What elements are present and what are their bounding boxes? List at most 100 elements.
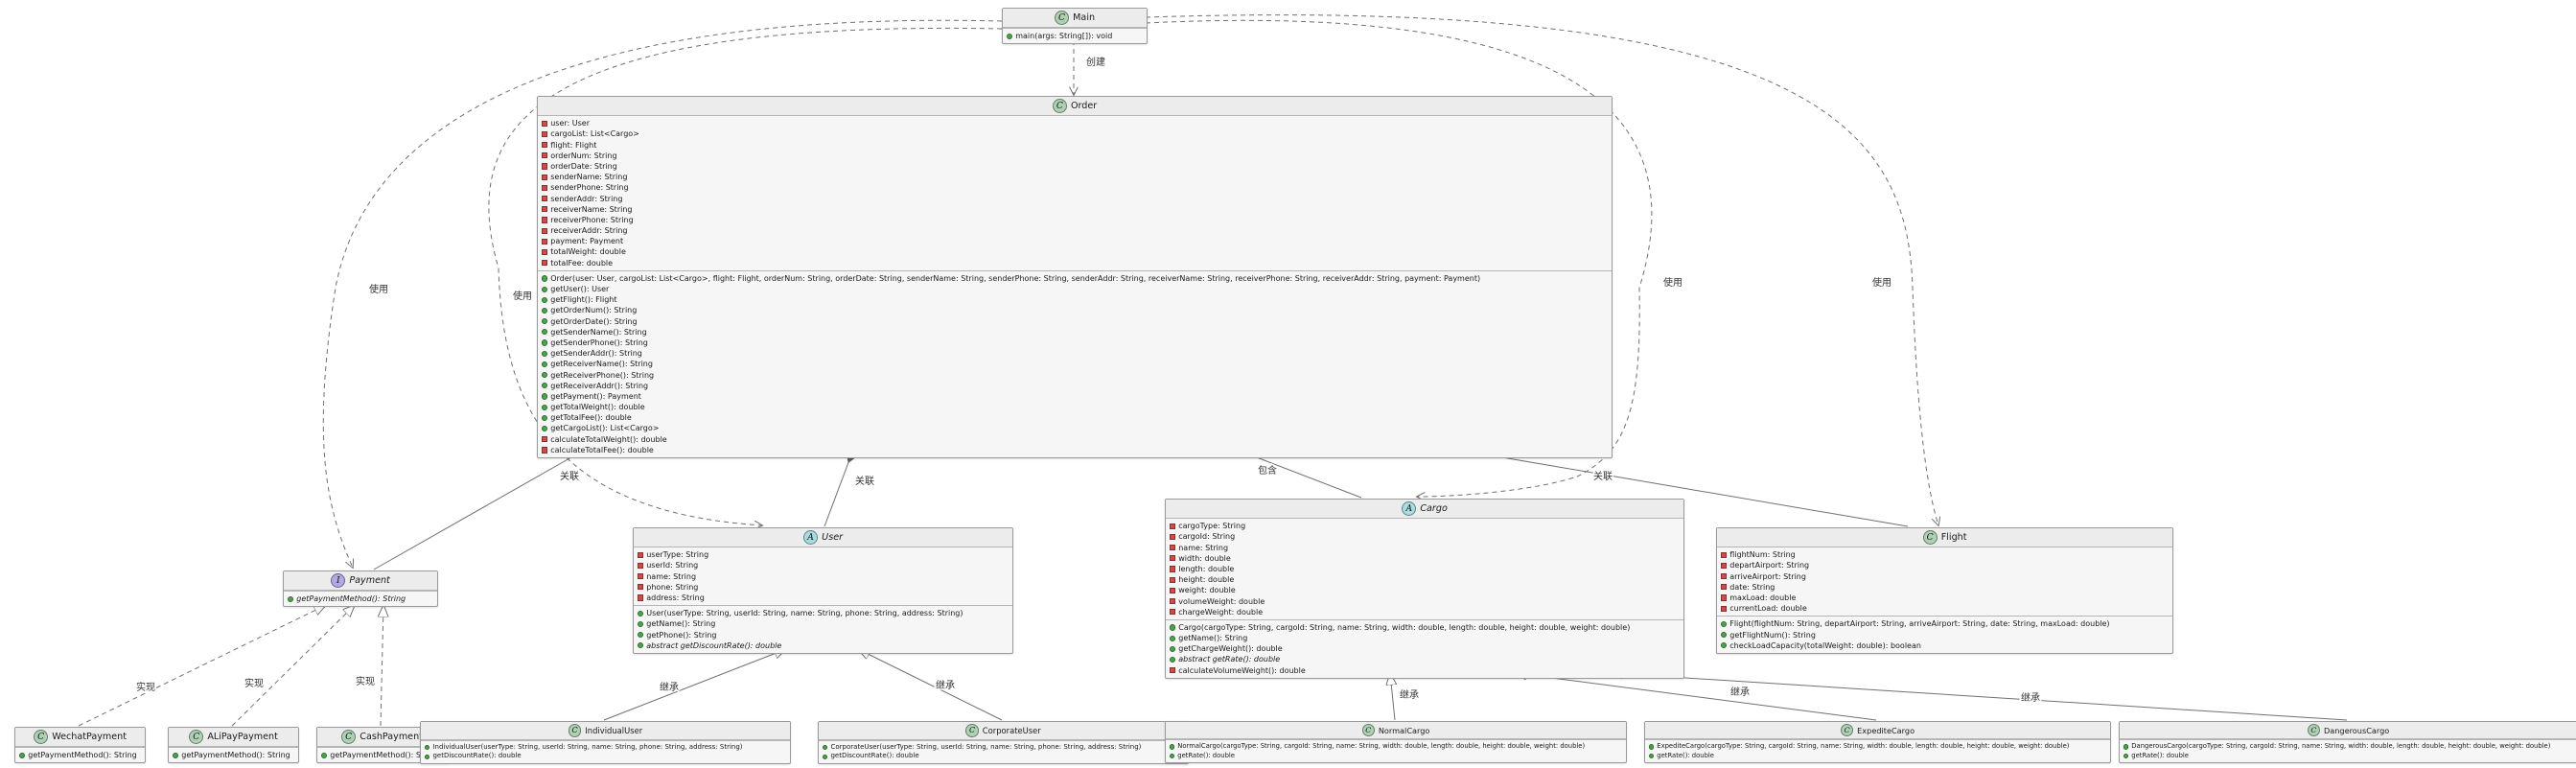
abstract-icon: A	[802, 530, 819, 546]
public-visibility-icon	[542, 275, 548, 282]
methods-section: DangerousCargo(cargoType: String, cargoI…	[2120, 739, 2576, 762]
edge-expedite-cargo-extends: 继承	[1515, 673, 1877, 721]
method-row: getPaymentMethod(): String	[288, 593, 433, 604]
public-visibility-icon	[542, 372, 548, 379]
private-visibility-icon	[542, 163, 548, 170]
public-visibility-icon	[1649, 753, 1655, 759]
public-visibility-icon	[2123, 753, 2129, 759]
public-visibility-icon	[1649, 744, 1655, 750]
class-icon: C	[1052, 99, 1067, 114]
member-text: ExpediteCargo(cargoType: String, cargoId…	[1657, 742, 2070, 751]
member-text: senderAddr: String	[550, 194, 623, 203]
member-text: getSenderPhone(): String	[550, 337, 648, 347]
private-visibility-icon	[1721, 605, 1728, 612]
private-visibility-icon	[542, 227, 548, 234]
methods-section: getPaymentMethod(): String	[317, 747, 447, 762]
method-row: calculateVolumeWeight(): double	[1170, 665, 1680, 676]
method-row: CorporateUser(userType: String, userId: …	[823, 743, 1184, 753]
member-text: Order(user: User, cargoList: List<Cargo>…	[550, 273, 1481, 283]
member-text: senderName: String	[550, 173, 628, 182]
private-visibility-icon	[1170, 533, 1176, 541]
member-text: getReceiverName(): String	[550, 360, 653, 369]
member-text: name: String	[646, 571, 697, 581]
private-visibility-icon	[1170, 598, 1176, 605]
public-visibility-icon	[542, 425, 548, 432]
method-row: ExpediteCargo(cargoType: String, cargoId…	[1649, 742, 2106, 752]
methods-section: NormalCargo(cargoType: String, cargoId: …	[1166, 739, 1626, 762]
private-visibility-icon	[542, 184, 548, 192]
public-visibility-icon	[1170, 656, 1176, 663]
field-row: height: double	[1170, 574, 1680, 585]
edge-label: 实现	[244, 677, 264, 689]
edge-wechat-payment-realize: 实现	[78, 605, 326, 727]
edge-dangerous-cargo-extends: 继承	[1611, 673, 2348, 721]
member-text: userType: String	[646, 550, 709, 560]
member-text: abstract getRate(): double	[1178, 655, 1281, 664]
edge-label: 关联	[560, 470, 579, 482]
member-text: getSenderAddr(): String	[550, 349, 642, 359]
private-visibility-icon	[1170, 609, 1176, 616]
member-text: user: User	[550, 119, 591, 128]
field-row: departAirport: String	[1721, 560, 2169, 570]
private-visibility-icon	[542, 217, 548, 223]
dependency-line	[1145, 19, 1653, 497]
field-row: user: User	[542, 118, 1608, 128]
method-row: getPayment(): Payment	[542, 391, 1608, 402]
method-row: getFlight(): Flight	[542, 294, 1608, 305]
member-text: cargoType: String	[1178, 522, 1246, 531]
member-text: arriveAirport: String	[1729, 571, 1806, 581]
private-visibility-icon	[542, 447, 548, 454]
member-text: CorporateUser(userType: String, userId: …	[830, 742, 1142, 751]
edge-label: 继承	[1400, 688, 1419, 701]
public-visibility-icon	[425, 744, 430, 751]
member-text: getRate(): double	[1177, 751, 1235, 759]
dependency-line	[322, 19, 1003, 568]
method-row: getPaymentMethod(): String	[321, 750, 443, 760]
methods-section: main(args: String[]): void	[1003, 28, 1147, 43]
field-row: width: double	[1170, 553, 1680, 564]
member-text: getOrderDate(): String	[550, 316, 638, 326]
public-visibility-icon	[823, 754, 828, 759]
public-visibility-icon	[542, 414, 548, 421]
member-text: getRate(): double	[1657, 751, 1714, 759]
method-row: getUser(): User	[542, 284, 1608, 294]
edge-alipay-payment-realize: 实现	[231, 605, 355, 727]
edge-label: 使用	[369, 283, 388, 295]
method-row: abstract getRate(): double	[1170, 654, 1680, 664]
class-name: ExpediteCargo	[1857, 725, 1915, 735]
private-visibility-icon	[1170, 587, 1176, 594]
private-visibility-icon	[1721, 573, 1728, 580]
private-visibility-icon	[542, 174, 548, 180]
field-row: cargoId: String	[1170, 531, 1680, 542]
method-row: getPhone(): String	[638, 630, 1009, 640]
member-text: calculateTotalWeight(): double	[550, 434, 667, 444]
public-visibility-icon	[2123, 744, 2129, 750]
field-row: orderDate: String	[542, 161, 1608, 172]
member-text: phone: String	[646, 582, 699, 592]
member-text: cargoId: String	[1178, 532, 1236, 542]
field-row: senderPhone: String	[542, 182, 1608, 193]
member-text: flightNum: String	[1729, 550, 1796, 560]
class-icon: C	[1840, 724, 1854, 737]
class-icon: C	[568, 724, 582, 737]
class-name: Flight	[1940, 532, 1967, 544]
member-text: volumeWeight: double	[1178, 596, 1265, 606]
member-text: getRate(): double	[2131, 751, 2189, 759]
